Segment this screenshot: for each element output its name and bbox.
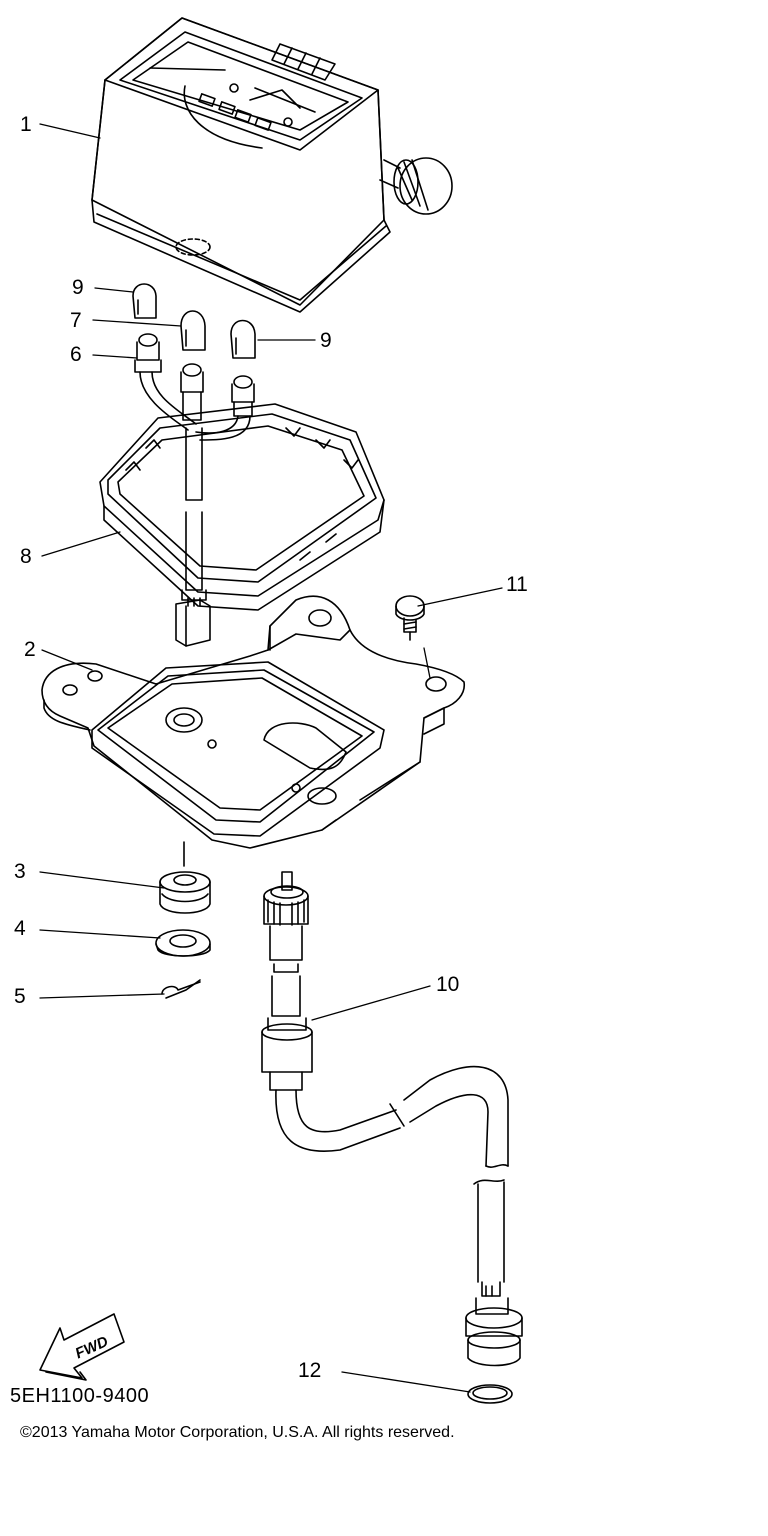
meter-gasket-frame (100, 404, 384, 610)
callout-12: 12 (298, 1359, 322, 1382)
callout-9-right: 9 (320, 329, 332, 352)
copyright-notice: ©2013 Yamaha Motor Corporation, U.S.A. A… (20, 1424, 455, 1441)
washer (156, 930, 210, 956)
callout-10: 10 (436, 973, 460, 996)
callout-9-left: 9 (72, 276, 84, 299)
bolt (396, 596, 424, 640)
meter-housing (92, 18, 452, 312)
callout-4: 4 (14, 917, 26, 940)
fwd-arrow-icon (40, 1314, 124, 1380)
bulb-socket-lead (135, 334, 254, 646)
diagram-code: 5EH1100-9400 (10, 1385, 150, 1407)
grommet (160, 842, 210, 913)
callout-1: 1 (20, 113, 32, 136)
callout-7: 7 (70, 309, 82, 332)
callout-5: 5 (14, 985, 26, 1008)
meter-cable (262, 872, 522, 1366)
callout-8: 8 (20, 545, 32, 568)
callout-6: 6 (70, 343, 82, 366)
callout-2: 2 (24, 638, 36, 661)
bulb-9-left (133, 284, 156, 318)
clip (162, 980, 200, 998)
meter-bracket (42, 596, 464, 848)
callout-11: 11 (506, 573, 528, 596)
o-ring (468, 1385, 512, 1403)
bulb-7 (181, 311, 205, 350)
callout-3: 3 (14, 860, 26, 883)
bulb-9-right (231, 321, 255, 359)
leader-lines (40, 124, 502, 1392)
